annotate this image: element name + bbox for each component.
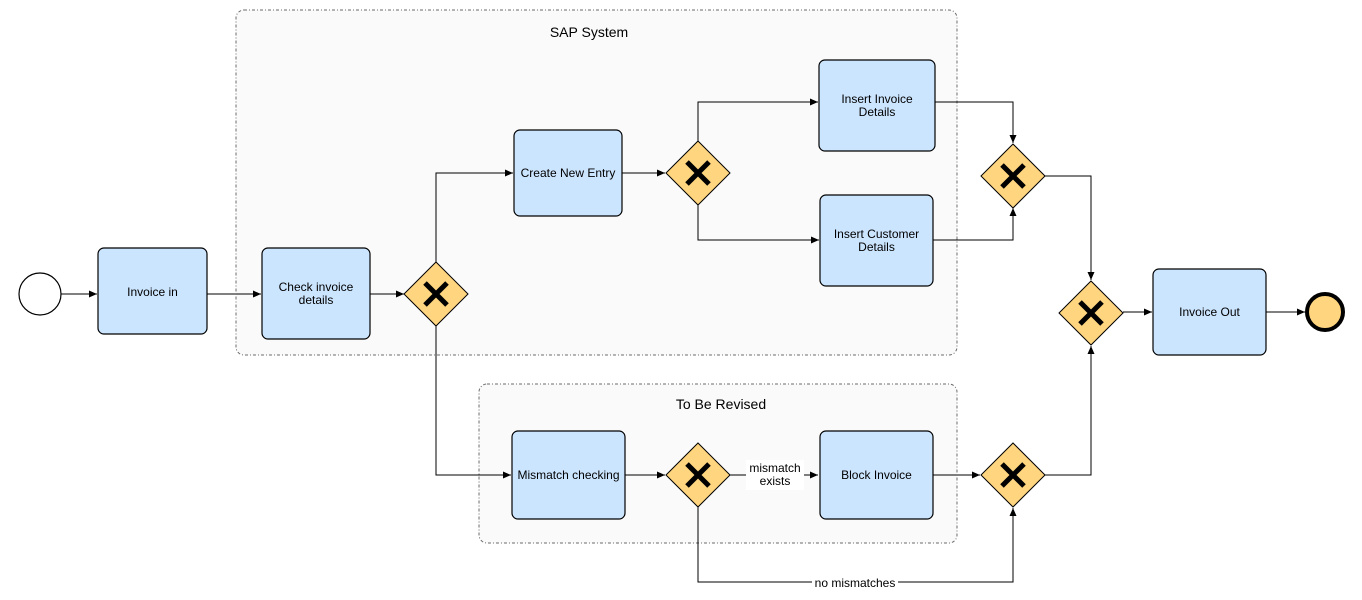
task-block-invoice[interactable]: Block Invoice [819,430,934,520]
task-label-line-2: Details [859,105,896,119]
task-check-invoice-details[interactable]: Check invoice details [261,247,371,340]
x-icon [1000,163,1026,189]
lane-label-sap-system: SAP System [550,24,628,40]
flow-gateway-to-insert-customer[interactable] [697,205,819,244]
lane-label-to-be-revised: To Be Revised [676,396,766,412]
end-event[interactable] [1305,292,1345,332]
flow-gateway-to-mismatch-checking[interactable] [435,326,511,479]
flow-label-line-1: mismatch [749,461,800,475]
task-create-new-entry[interactable]: Create New Entry [513,129,623,217]
task-mismatch-checking[interactable]: Mismatch checking [511,430,626,520]
task-label: Invoice Out [1179,305,1240,319]
start-event[interactable] [18,272,62,316]
exclusive-gateway-check-split[interactable] [403,261,469,327]
flow-insert-invoice-to-merge[interactable] [935,101,1017,143]
exclusive-gateway-final-merge[interactable] [1058,280,1124,346]
flow-gateway-to-create-entry[interactable] [435,169,513,262]
flow-gateway-to-insert-invoice[interactable] [697,98,818,141]
flow-insert-customer-to-merge[interactable] [933,208,1017,241]
task-invoice-in[interactable]: Invoice in [97,247,208,335]
sequence-flows [61,98,1305,583]
task-label-line-2: Details [858,240,895,254]
task-insert-customer-details[interactable]: Insert Customer Details [819,194,934,287]
x-icon [423,281,449,307]
flow-merge-to-final-gateway[interactable] [1045,175,1095,280]
exclusive-gateway-mismatch-split[interactable] [665,442,731,508]
task-label: Mismatch checking [517,468,619,482]
exclusive-gateway-sap-merge[interactable] [980,143,1046,209]
x-icon [1078,300,1104,326]
task-label-line-2: details [299,293,334,307]
flow-label-mismatch-exists: mismatch exists [746,460,804,490]
exclusive-gateway-entry-split[interactable] [665,140,731,206]
task-label: Create New Entry [521,166,616,180]
x-icon [1000,462,1026,488]
flow-label-text: no mismatches [815,576,896,590]
task-label: Block Invoice [841,468,912,482]
x-icon [685,462,711,488]
x-icon [685,160,711,186]
task-label-line-1: Check invoice [279,280,354,294]
task-label-line-1: Insert Customer [834,227,919,241]
exclusive-gateway-revise-merge[interactable] [980,442,1046,508]
task-invoice-out[interactable]: Invoice Out [1152,268,1267,356]
flow-revise-merge-to-final-gateway[interactable] [1045,346,1095,476]
task-label: Invoice in [127,285,178,299]
task-label-line-1: Insert Invoice [841,92,913,106]
task-insert-invoice-details[interactable]: Insert Invoice Details [818,59,936,152]
flow-label-line-2: exists [760,474,791,488]
flow-label-no-mismatches: no mismatches [812,575,898,590]
